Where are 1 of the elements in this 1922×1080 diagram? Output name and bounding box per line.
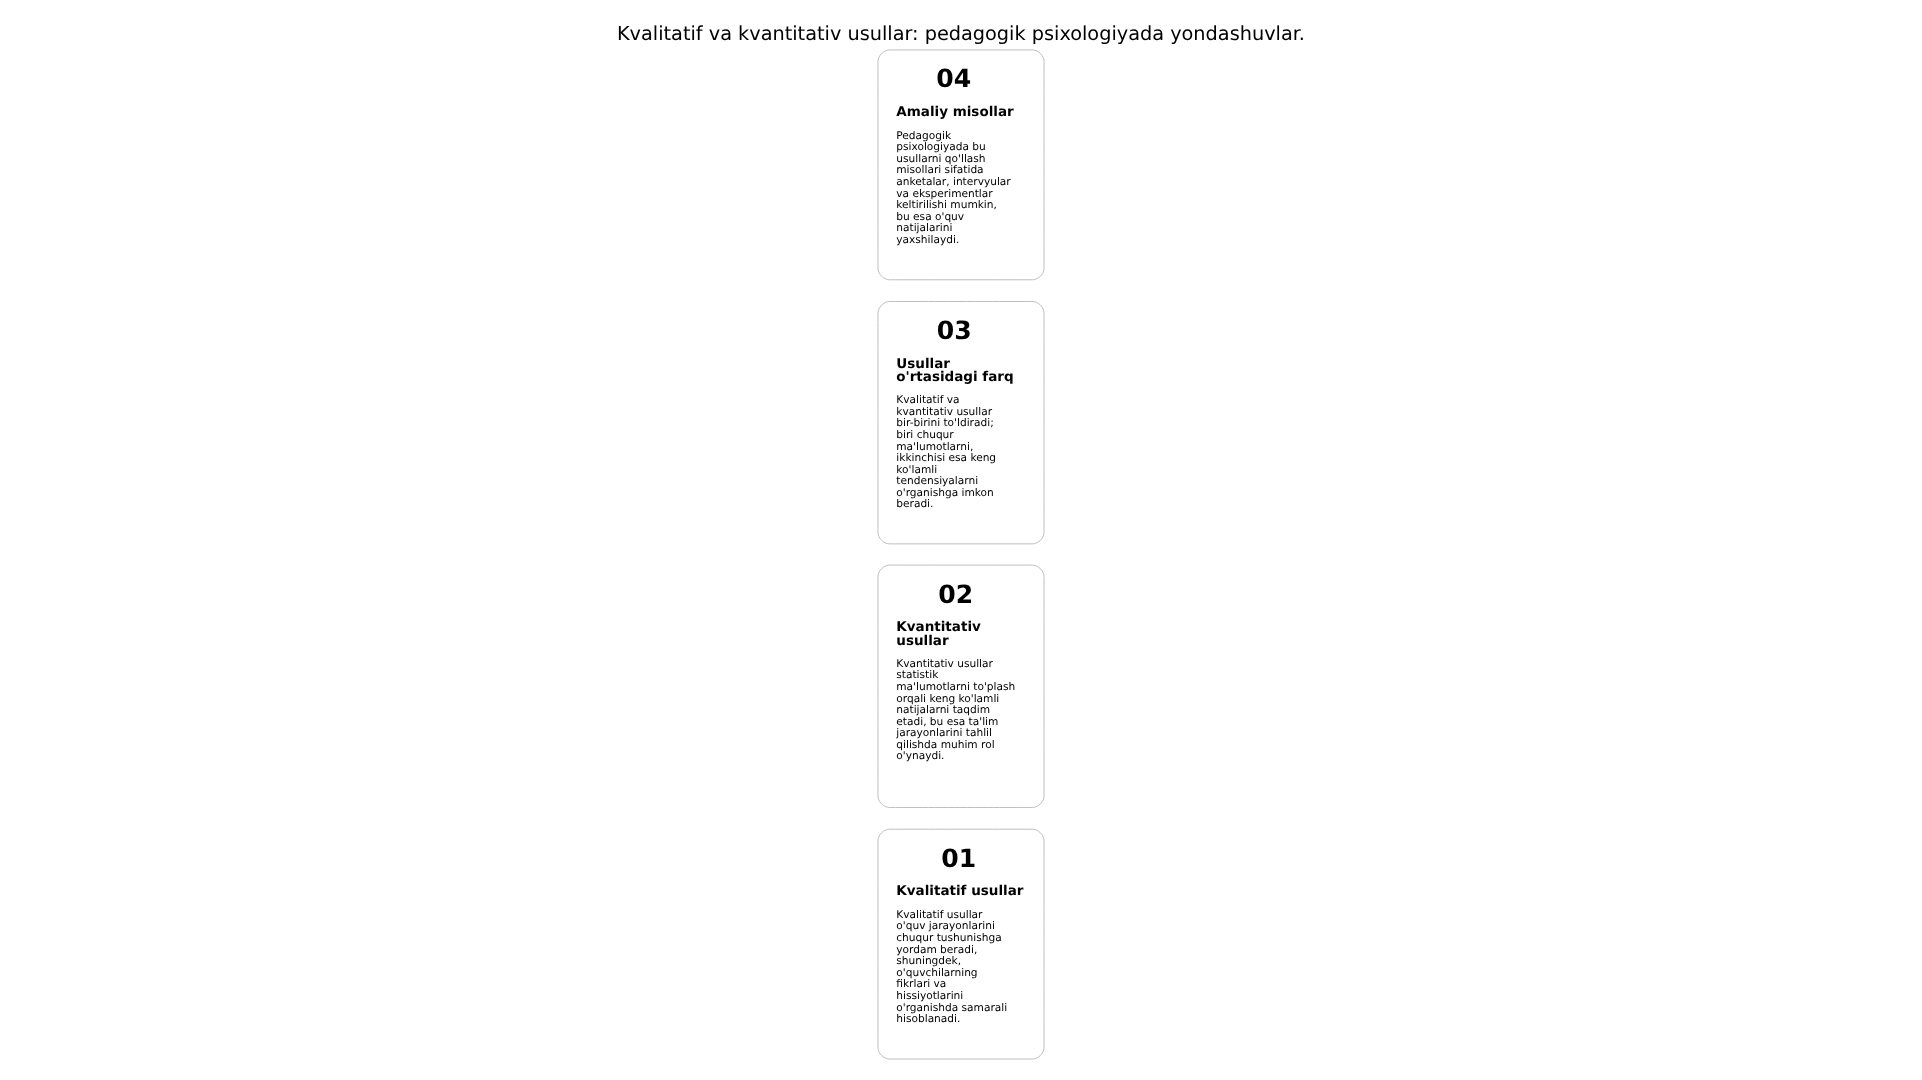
diagram-title: Kvalitatif va kvantitativ usullar: pedagogik psixologiyada yondashuvlar.: [616, 24, 1306, 47]
